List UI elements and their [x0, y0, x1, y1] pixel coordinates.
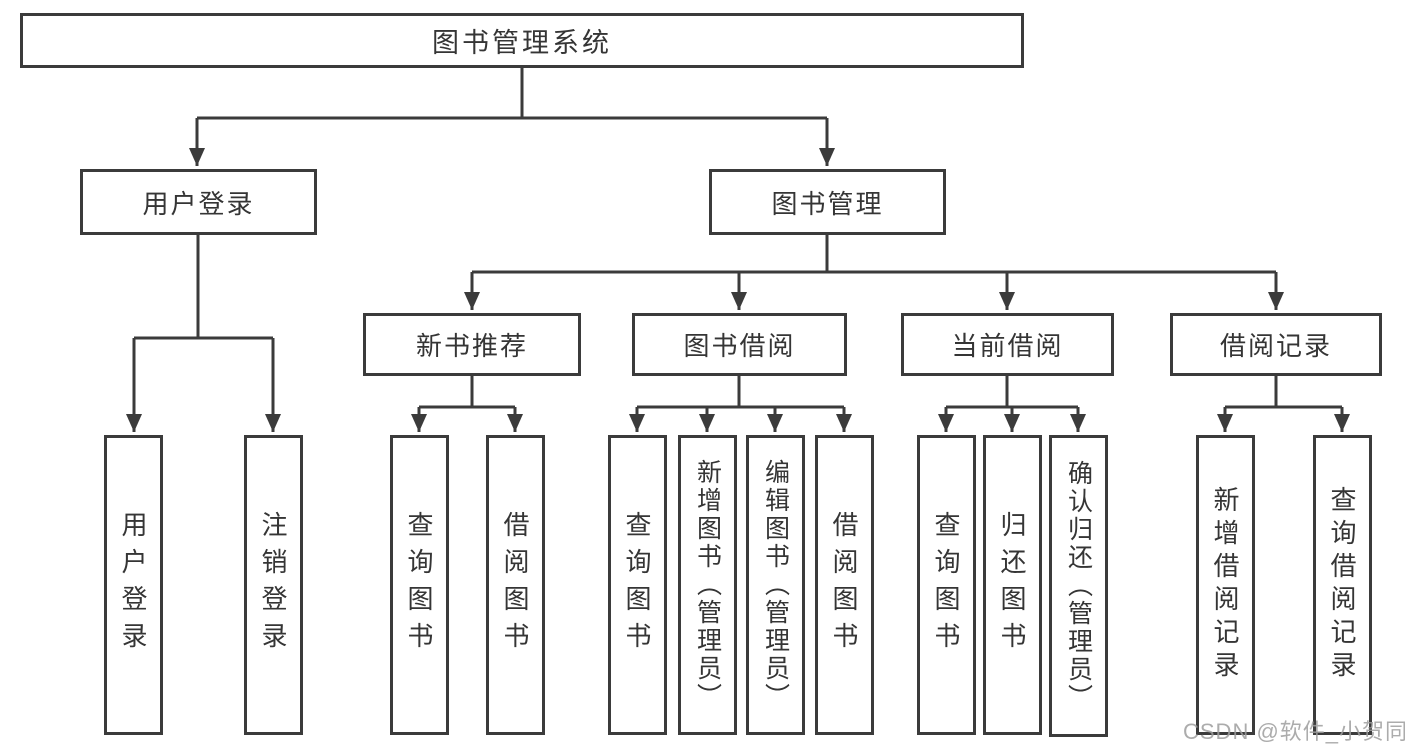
- leaf-borrow-books-borrowing: 借阅图书: [815, 435, 874, 735]
- leaf-user-login: 用户登录: [104, 435, 163, 735]
- leaf-query-books-borrowing: 查询图书: [608, 435, 667, 735]
- leaf-query-books-recommend: 查询图书: [390, 435, 449, 735]
- leaf-return-books: 归还图书: [983, 435, 1042, 735]
- node-book-management: 图书管理: [709, 169, 946, 235]
- leaf-edit-book-admin: 编辑图书（管理员）: [746, 435, 805, 735]
- node-user-login: 用户登录: [80, 169, 317, 235]
- leaf-add-book-admin: 新增图书（管理员）: [678, 435, 737, 735]
- leaf-logout: 注销登录: [244, 435, 303, 735]
- node-borrowing-records: 借阅记录: [1170, 313, 1382, 376]
- leaf-borrow-books-recommend: 借阅图书: [486, 435, 545, 735]
- leaf-query-borrow-record: 查询借阅记录: [1313, 435, 1372, 735]
- node-new-book-recommend: 新书推荐: [363, 313, 581, 376]
- csdn-watermark: CSDN @软件_小贺同学: [1183, 719, 1405, 744]
- node-book-borrowing: 图书借阅: [632, 313, 847, 376]
- node-current-borrowing: 当前借阅: [901, 313, 1114, 376]
- node-library-management-system: 图书管理系统: [20, 13, 1024, 68]
- leaf-add-borrow-record: 新增借阅记录: [1196, 435, 1255, 735]
- leaf-confirm-return-admin: 确认归还（管理员）: [1049, 435, 1108, 737]
- leaf-query-books-current: 查询图书: [917, 435, 976, 735]
